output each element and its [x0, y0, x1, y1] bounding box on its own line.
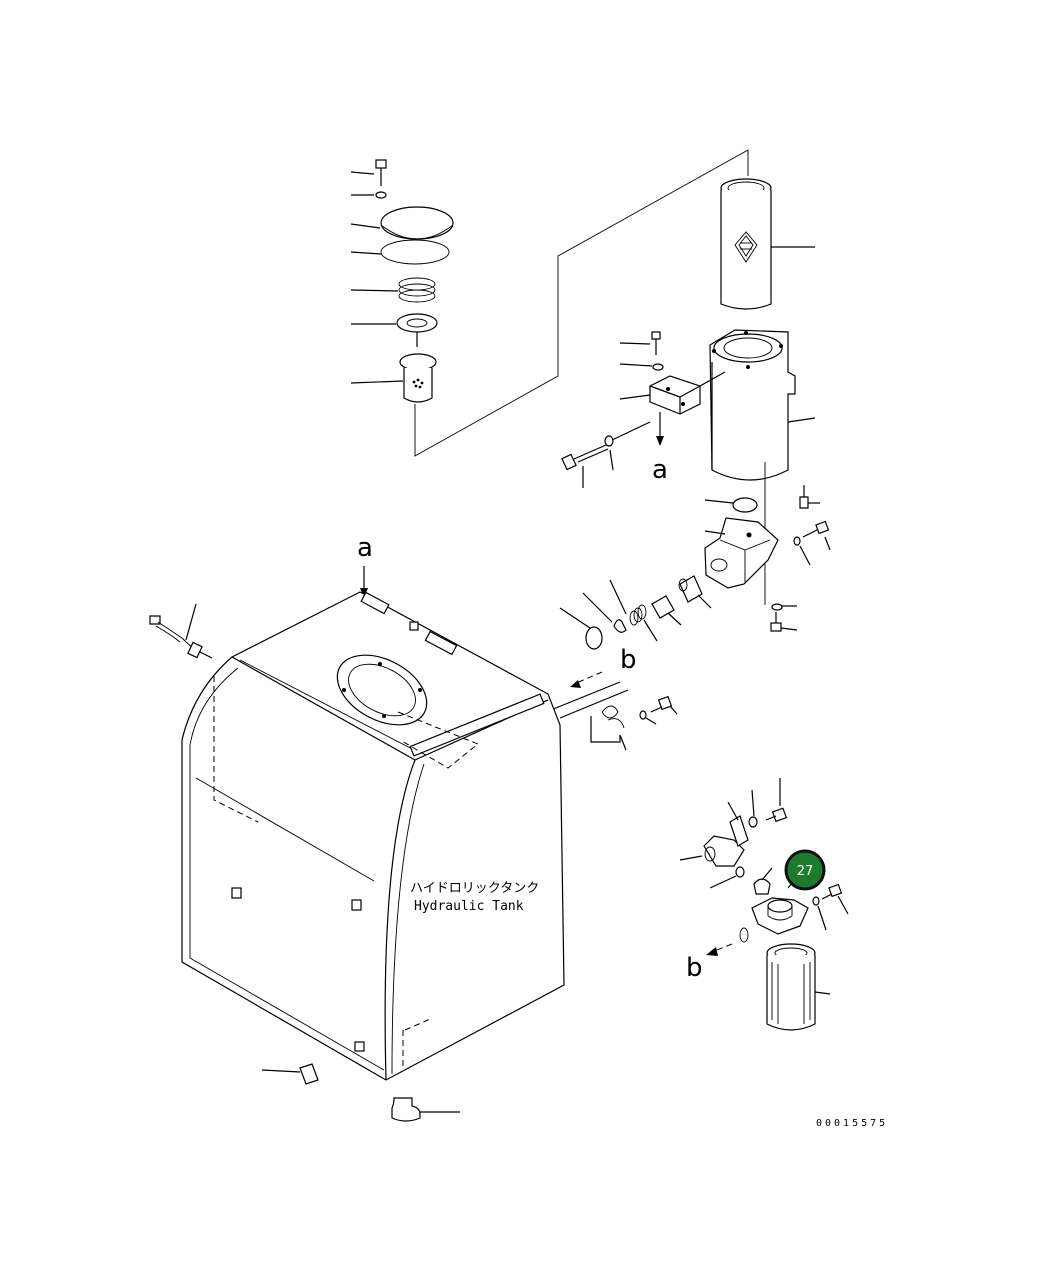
tank-cover-plate [350, 206, 454, 240]
tank-label-english: Hydraulic Tank [414, 899, 524, 914]
return-filter-element [720, 178, 815, 310]
filter-case [709, 329, 816, 605]
drawing-number: 00015575 [816, 1118, 888, 1129]
manifold-block-assembly: a [561, 331, 726, 488]
reference-a-tank: a [357, 533, 373, 563]
part-callout-27[interactable]: 27 [784, 849, 826, 891]
hydraulic-tank-body: ハイドロリックタンク Hydraulic Tank [181, 591, 565, 1081]
suction-strainer [350, 353, 437, 403]
reference-b-filter: b [686, 953, 703, 983]
drain-plugs [261, 1063, 460, 1122]
tank-label-japanese: ハイドロリックタンク [410, 881, 539, 896]
cover-bolt [350, 159, 387, 186]
hose-clamp-assembly [545, 681, 678, 751]
reference-b-tank: b [620, 645, 637, 675]
callout-badge-circle[interactable] [784, 849, 826, 891]
assembly-guide-lines [414, 149, 749, 457]
callout-number: 27 [797, 864, 814, 879]
inlet-fittings [559, 575, 712, 650]
level-sensor-harness [149, 603, 213, 659]
reference-a-manifold: a [652, 455, 668, 485]
strainer-valve-plate [351, 313, 438, 347]
strainer-spring [350, 277, 436, 303]
filter-head-elbow [704, 485, 831, 632]
cover-washer [351, 191, 387, 199]
cover-gasket [350, 239, 450, 265]
strainer-cover-assembly [350, 159, 454, 403]
line-filter-group: b [679, 778, 849, 1031]
reference-markers: a b [357, 533, 637, 688]
